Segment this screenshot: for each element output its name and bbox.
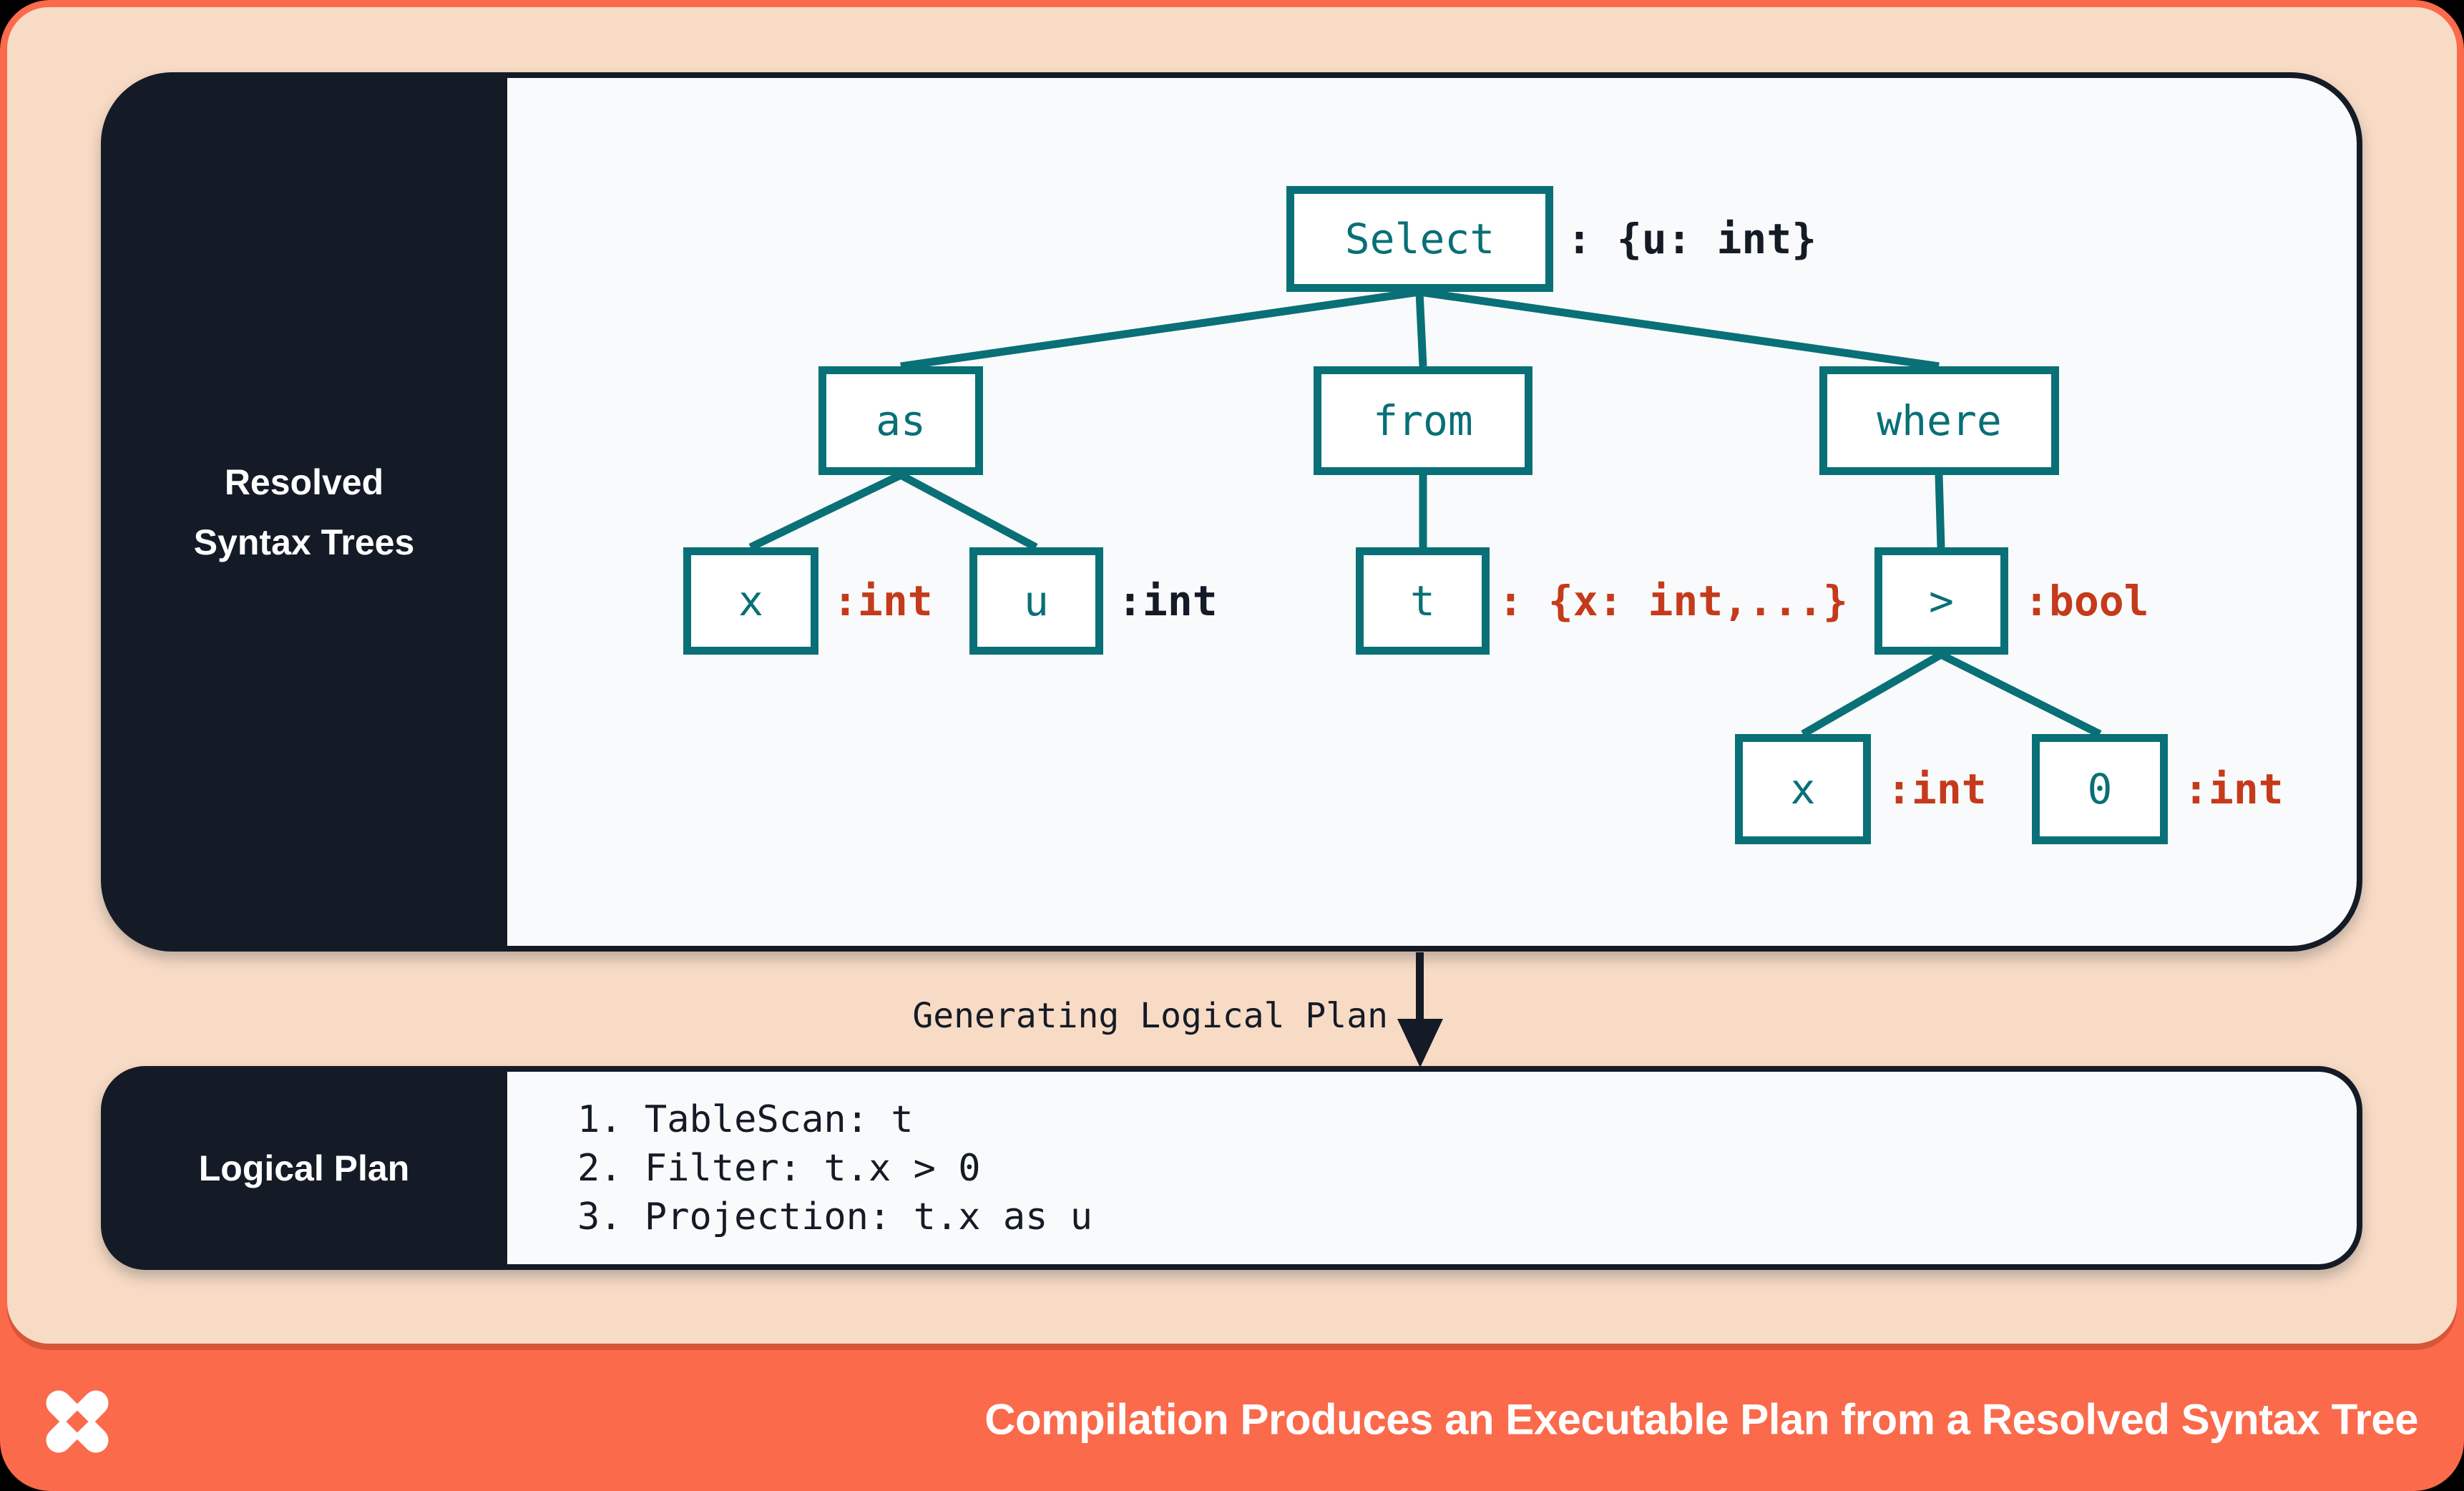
tree-node-x-where: x: [1735, 734, 1871, 844]
logical-plan-step-1: 1. TableScan: t: [577, 1098, 914, 1141]
tree-node-from: from: [1314, 366, 1532, 475]
tree-node-where: where: [1819, 366, 2059, 475]
logical-plan-canvas: [507, 1072, 2357, 1264]
type-annotation-select: : {u: int}: [1567, 215, 1817, 263]
logical-plan-steps: 1. TableScan: t 2. Filter: t.x > 0 3. Pr…: [507, 1072, 2357, 1264]
pinwheel-x-logo-icon: [46, 1390, 109, 1453]
logical-plan-panel: 1. TableScan: t 2. Filter: t.x > 0 3. Pr…: [101, 1066, 2362, 1270]
transition-caption: Generating Logical Plan: [912, 996, 1388, 1036]
type-annotation-u: :int: [1118, 577, 1218, 625]
down-arrow-shaft: [1416, 952, 1424, 1021]
footer-title: Compilation Produces an Executable Plan …: [984, 1395, 2418, 1444]
logical-plan-step-2: 2. Filter: t.x > 0: [577, 1146, 981, 1190]
type-annotation-zero: :int: [2184, 765, 2284, 813]
sidebar-label-line1: Resolved: [224, 461, 384, 502]
tree-node-greater-than: >: [1874, 547, 2008, 655]
type-annotation-x-where: :int: [1887, 765, 1987, 813]
type-annotation-greater-than: :bool: [2024, 577, 2149, 625]
top-panel-sidebar-label: Resolved Syntax Trees: [194, 452, 415, 572]
bottom-panel-sidebar-label: Logical Plan: [198, 1148, 410, 1188]
logical-plan-step-3: 3. Projection: t.x as u: [577, 1195, 1093, 1238]
tree-node-as: as: [818, 366, 983, 475]
tree-node-x-as: x: [683, 547, 818, 655]
tree-node-u: u: [969, 547, 1103, 655]
down-arrow-head: [1397, 1019, 1443, 1067]
top-panel-sidebar: Resolved Syntax Trees: [101, 72, 507, 952]
sidebar-label-line2: Syntax Trees: [193, 522, 415, 562]
type-annotation-x-as: :int: [833, 577, 933, 625]
resolved-syntax-trees-panel: Select : {u: int} as from where x :int u…: [101, 72, 2362, 952]
tree-node-select: Select: [1286, 186, 1553, 292]
type-annotation-t: : {x: int,...}: [1498, 577, 1848, 625]
tree-node-t: t: [1356, 547, 1490, 655]
tree-node-zero: 0: [2032, 734, 2168, 844]
bottom-panel-sidebar: Logical Plan: [101, 1066, 507, 1270]
